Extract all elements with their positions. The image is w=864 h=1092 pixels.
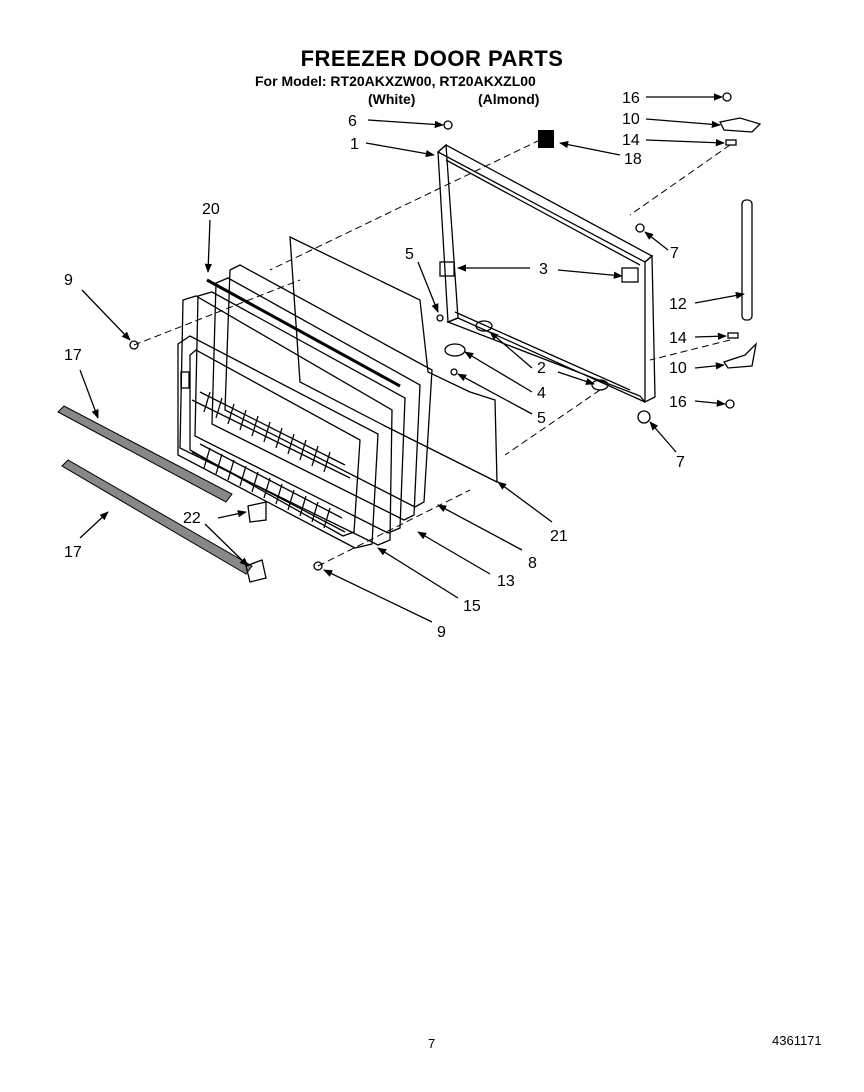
callout-5: 5 xyxy=(405,246,414,263)
callout-3: 3 xyxy=(539,261,548,278)
callout-18: 18 xyxy=(624,151,642,168)
alignment-lines xyxy=(133,139,731,567)
callout-7: 7 xyxy=(676,454,685,471)
callout-20: 20 xyxy=(202,201,220,218)
callout-22: 22 xyxy=(183,510,201,527)
callout-7: 7 xyxy=(670,245,679,262)
page-number: 7 xyxy=(428,1036,436,1051)
callout-10: 10 xyxy=(669,360,687,377)
callout-2: 2 xyxy=(537,360,546,377)
door-trim-strip xyxy=(206,278,401,388)
callout-21: 21 xyxy=(550,528,568,545)
callout-14: 14 xyxy=(669,330,687,347)
callout-17: 17 xyxy=(64,544,82,561)
door-gasket-layers xyxy=(179,264,433,546)
hardware-parts xyxy=(129,92,762,583)
callout-9: 9 xyxy=(437,624,446,641)
shelf-rails xyxy=(57,405,253,575)
door-frame xyxy=(436,143,656,404)
foam-insulation-panel xyxy=(289,235,498,484)
callout-16: 16 xyxy=(622,90,640,107)
page-title: FREEZER DOOR PARTS xyxy=(300,46,564,71)
callout-12: 12 xyxy=(669,296,687,313)
callout-6: 6 xyxy=(348,113,357,130)
callout-15: 15 xyxy=(463,598,481,615)
inner-door-liner xyxy=(177,335,379,549)
callout-16: 16 xyxy=(669,394,687,411)
leader-lines xyxy=(79,93,745,623)
model-line: For Model: RT20AKXZW00, RT20AKXZL00 xyxy=(255,73,536,89)
callout-10: 10 xyxy=(622,111,640,128)
callout-9: 9 xyxy=(64,272,73,289)
callout-4: 4 xyxy=(537,385,546,402)
callout-8: 8 xyxy=(528,555,537,572)
callout-1: 1 xyxy=(350,136,359,153)
callout-5: 5 xyxy=(537,410,546,427)
document-number: 4361171 xyxy=(772,1033,822,1048)
variant-almond: (Almond) xyxy=(478,91,540,107)
callout-17: 17 xyxy=(64,347,82,364)
callout-14: 14 xyxy=(622,132,640,149)
variant-white: (White) xyxy=(368,91,416,107)
callout-labels: 16 10 14 6 1 18 20 7 5 3 9 12 2 14 10 4 … xyxy=(64,90,687,641)
callout-13: 13 xyxy=(497,573,515,590)
